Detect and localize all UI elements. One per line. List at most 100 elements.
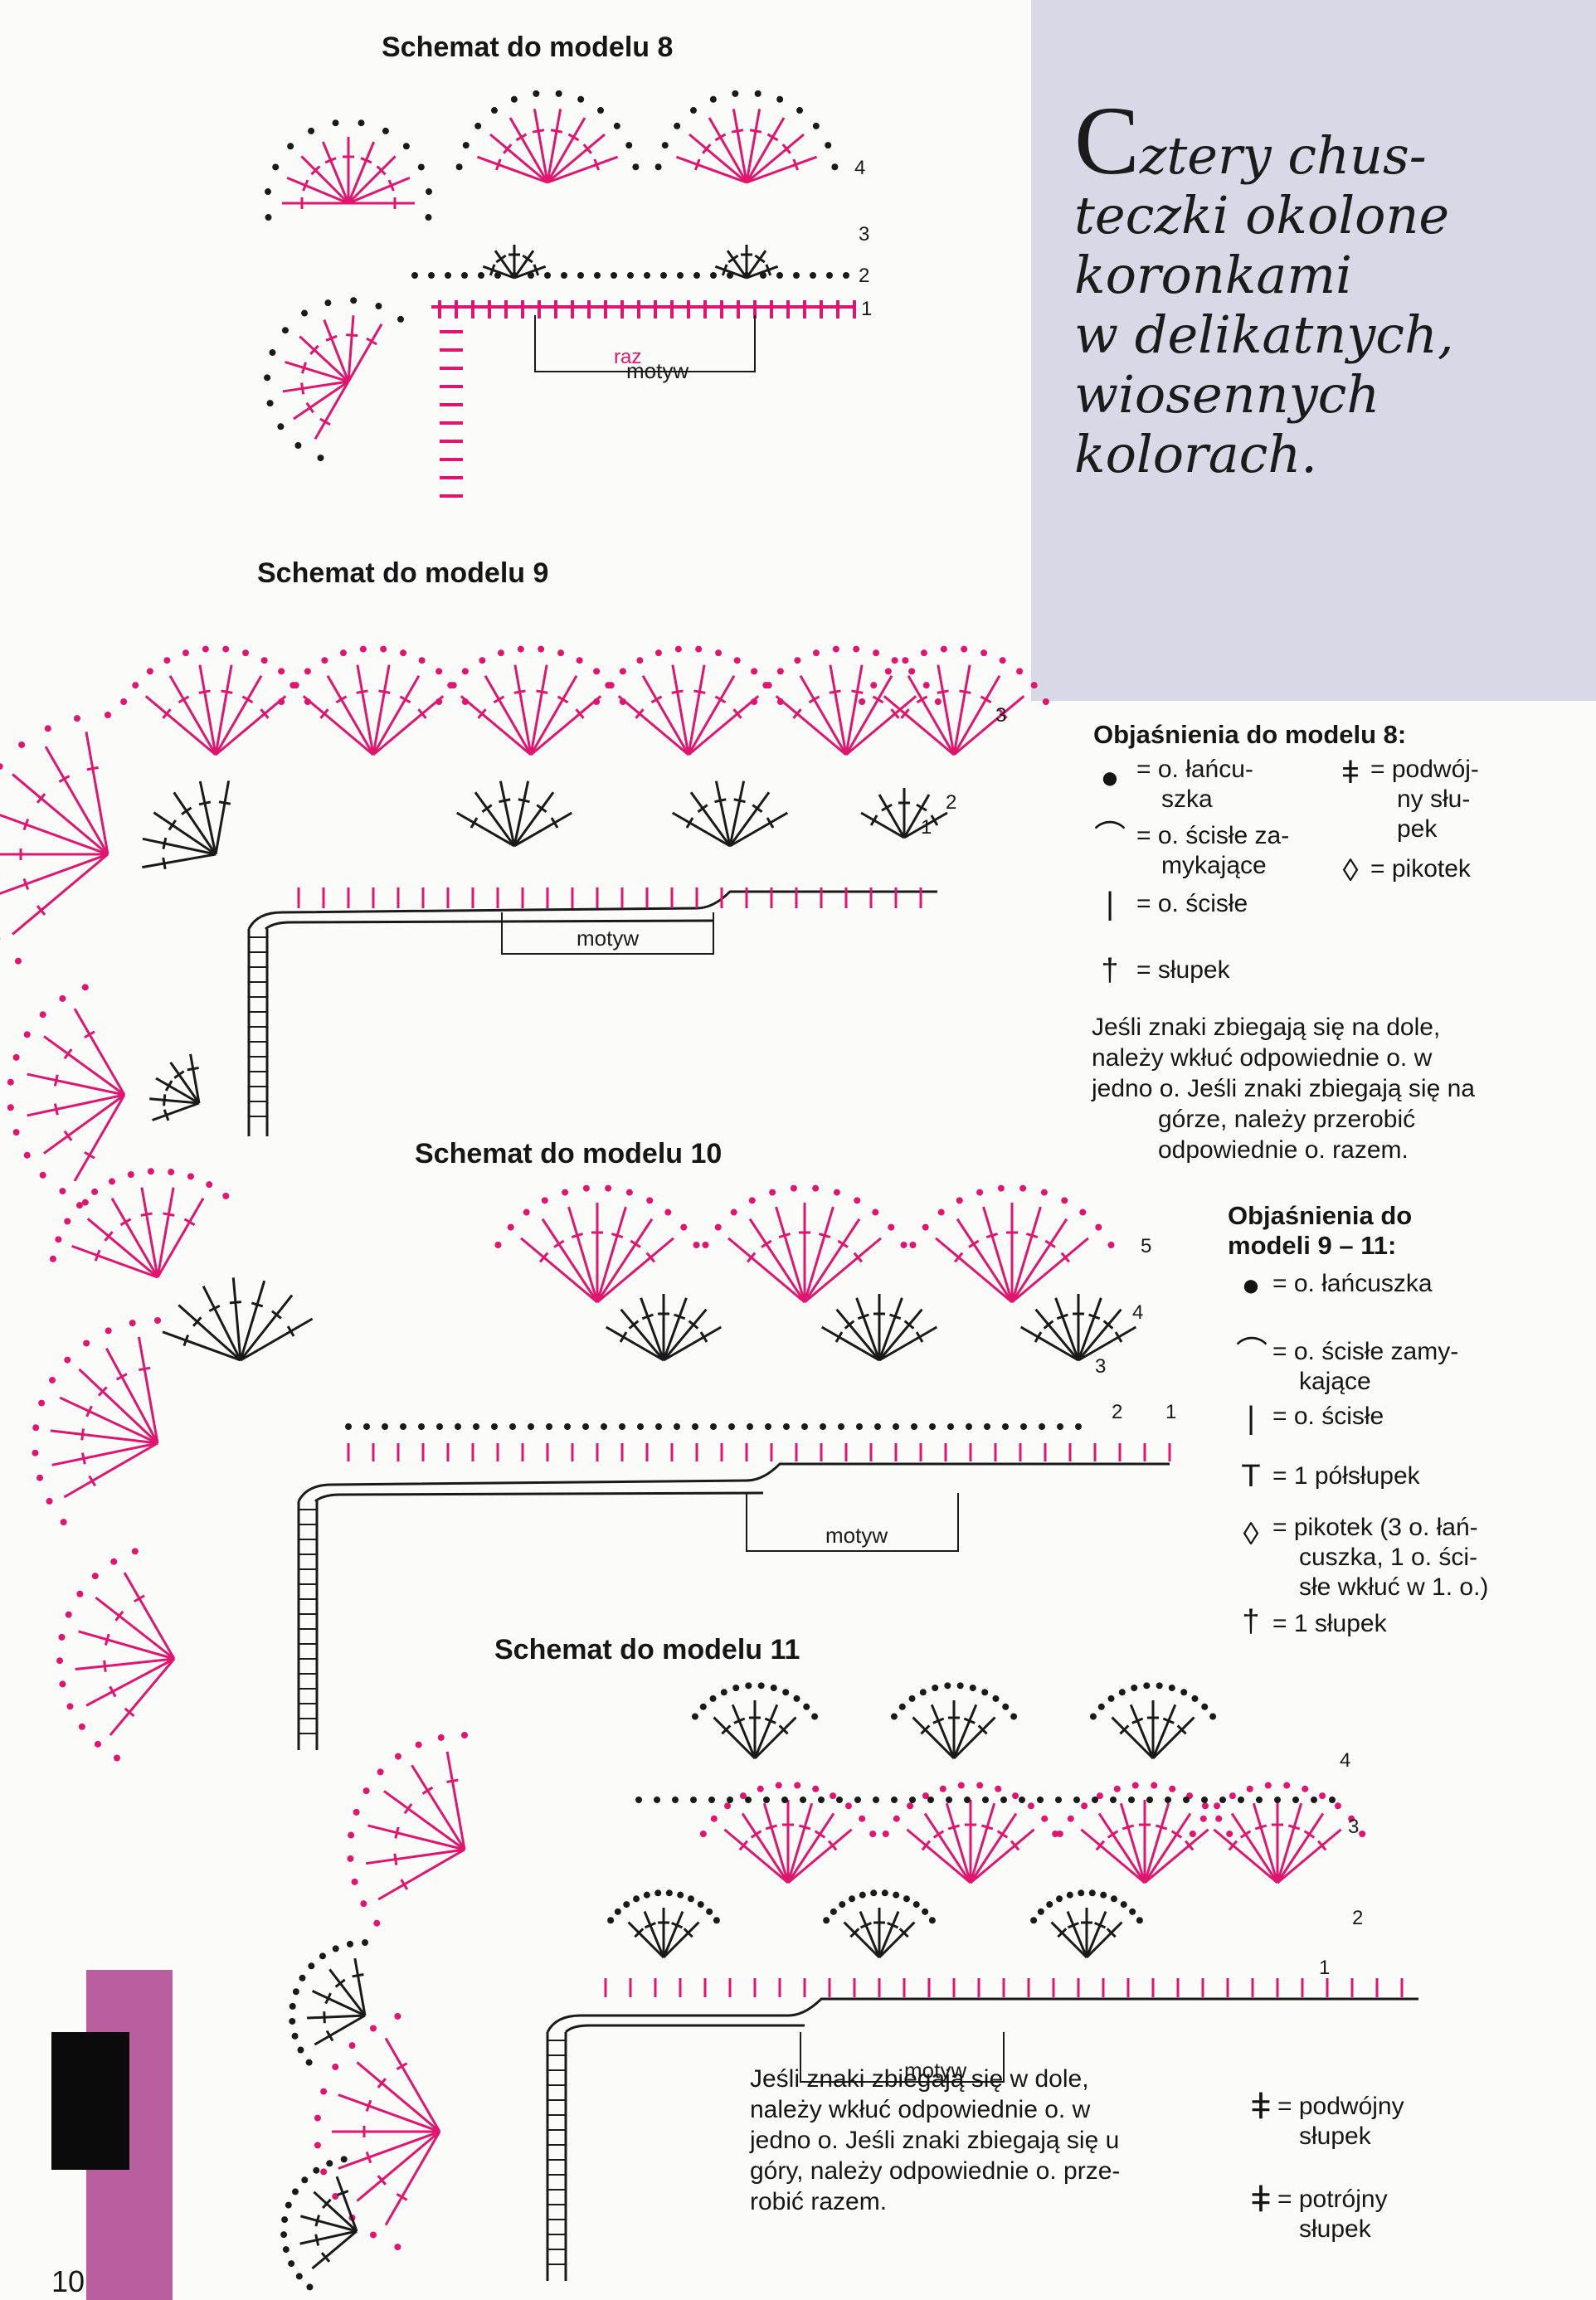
bottom-note-line-4: góry, należy odpowiednie o. prze- xyxy=(750,2156,1181,2186)
round-1-stitches-11 xyxy=(606,1978,1402,1997)
legend-8-dc: = słupek xyxy=(1136,955,1230,985)
top-flower-11-0 xyxy=(692,1682,818,1758)
legend-8-sc: = o. ścisłe xyxy=(1136,889,1248,919)
legend-911-picot-line-1: = pikotek (3 o. łań- xyxy=(1272,1513,1488,1543)
legend-911-slip-line-2: kające xyxy=(1272,1367,1458,1397)
top-corner-fan-10 xyxy=(50,1168,229,1277)
scallop-fan-8-a xyxy=(456,90,640,182)
title-line-3: koronkami xyxy=(1074,246,1589,305)
round-label-11-1: 1 xyxy=(1319,1957,1330,1979)
slip-stitch-symbol-icon: ⌒ xyxy=(1093,821,1126,854)
side-small-fan-9 xyxy=(149,1054,199,1121)
legend-bottom-double-line-2: słupek xyxy=(1277,2122,1404,2152)
scallop-fan-11-1 xyxy=(883,1782,1058,1883)
side-fan-10 xyxy=(56,1548,174,1761)
title-line-4: w delikatnych, xyxy=(1074,305,1589,365)
legend-911-heading-line-2: modeli 9 – 11: xyxy=(1228,1231,1412,1261)
inner-fan-9-c xyxy=(673,781,788,846)
legend-8-note: Jeśli znaki zbiegają się na dole, należy… xyxy=(1092,1012,1531,1165)
legend-911-heading: Objaśnienia do modeli 9 – 11: xyxy=(1228,1201,1412,1261)
title-line-1: ztery chus- xyxy=(1140,125,1427,186)
side-flower-11-a xyxy=(289,1939,368,2066)
legend-8-picot: = pikotek xyxy=(1370,854,1471,884)
legend-8-note-line-4: górze, należy przerobić xyxy=(1092,1104,1531,1135)
legend-911-heading-line-1: Objaśnienia do xyxy=(1228,1201,1412,1231)
round-label-10-1: 1 xyxy=(1165,1401,1176,1423)
legend-8-slip: = o. ścisłe za- mykające xyxy=(1136,821,1289,881)
corner-fan-10 xyxy=(32,1317,161,1525)
title-initial: C xyxy=(1074,86,1140,195)
legend-911-picot: = pikotek (3 o. łań- cuszka, 1 o. ści- s… xyxy=(1272,1513,1488,1602)
round-label-9-3: 3 xyxy=(995,704,1006,727)
legend-8-tr-line-3: pek xyxy=(1370,814,1479,844)
double-crochet-symbol-icon: † xyxy=(1093,954,1126,987)
double-treble-symbol-icon: ǂ xyxy=(1244,2090,1277,2123)
bottom-note-line-2: należy wkłuć odpowiednie o. w xyxy=(750,2094,1181,2125)
round-label-10-2: 2 xyxy=(1112,1401,1122,1423)
motif-label-10: motyw xyxy=(825,1523,888,1548)
side-fan-8 xyxy=(264,297,404,461)
legend-8-heading: Objaśnienia do modelu 8: xyxy=(1093,720,1406,750)
round-1-stitches-10 xyxy=(348,1443,1170,1461)
legend-911-picot-line-3: słe wkłuć w 1. o.) xyxy=(1272,1573,1488,1602)
chain-symbol-icon: ● xyxy=(1093,761,1126,795)
round-label-8-3: 3 xyxy=(859,223,869,246)
title-line-6: kolorach. xyxy=(1074,425,1589,484)
scallop-fan-10-0 xyxy=(494,1185,699,1302)
inner-flower-11-2 xyxy=(1030,1889,1143,1957)
title-line-2: teczki okolone xyxy=(1074,186,1589,246)
inner-fan-10-c xyxy=(822,1294,937,1360)
top-flower-11-2 xyxy=(1090,1682,1216,1758)
legend-bottom-double: = podwójny słupek xyxy=(1277,2092,1404,2152)
legend-8-chain-line-2: szka xyxy=(1136,785,1253,814)
legend-8-slip-line-1: = o. ścisłe za- xyxy=(1136,821,1289,851)
corner-fan-9 xyxy=(0,712,111,965)
slip-stitch-symbol-icon-911: ⌒ xyxy=(1236,1337,1266,1370)
repeat-label-8: raz xyxy=(614,346,641,368)
crochet-diagram-model-9: motyw 1 2 3 xyxy=(0,581,1020,1178)
scallop-fan-8-b xyxy=(655,90,839,182)
round-label-10-3: 3 xyxy=(1095,1355,1106,1378)
legend-bottom-triple: = potrójny słupek xyxy=(1277,2185,1388,2244)
top-flower-11-1 xyxy=(891,1682,1017,1758)
round-label-10-4: 4 xyxy=(1132,1301,1143,1324)
round-label-11-4: 4 xyxy=(1340,1749,1350,1772)
legend-8-tr: = podwój- ny słu- pek xyxy=(1370,755,1479,844)
legend-bottom-triple-line-1: = potrójny xyxy=(1277,2185,1388,2215)
round-label-11-2: 2 xyxy=(1352,1907,1363,1929)
scallop-fan-9-5 xyxy=(859,646,1049,755)
title-line-5: wiosennych xyxy=(1074,365,1589,425)
inner-fan-9-d xyxy=(861,788,947,838)
picot-symbol-icon: ◊ xyxy=(1334,854,1367,887)
corner-fan-8 xyxy=(265,119,432,221)
legend-911-hdc: = 1 półsłupek xyxy=(1272,1461,1420,1491)
side-flower-11-b xyxy=(280,2156,357,2290)
scallop-fan-10-1 xyxy=(702,1185,907,1302)
crochet-diagram-model-8: motyw raz 1 2 3 4 xyxy=(199,83,896,531)
legend-bottom-triple-line-2: słupek xyxy=(1277,2215,1388,2244)
bottom-note-line-1: Jeśli znaki zbiegają się w dole, xyxy=(750,2064,1181,2094)
double-crochet-symbol-icon-911: † xyxy=(1236,1605,1266,1638)
chain-symbol-icon-911: ● xyxy=(1236,1269,1266,1302)
legend-8-note-line-3: jedno o. Jeśli znaki zbiegają się na xyxy=(1092,1073,1531,1104)
round-label-8-1: 1 xyxy=(861,298,872,320)
corner-fan-11 xyxy=(347,1732,468,1927)
scallop-fan-9-4 xyxy=(751,646,942,755)
legend-911-slip: = o. ścisłe zamy- kające xyxy=(1272,1337,1458,1397)
legend-911-sc: = o. ścisłe xyxy=(1272,1402,1384,1432)
half-double-symbol-icon: T xyxy=(1236,1460,1266,1493)
inner-flower-11-0 xyxy=(607,1889,720,1957)
legend-8-note-line-5: odpowiednie o. razem. xyxy=(1092,1135,1531,1165)
motif-label-9: motyw xyxy=(577,926,639,951)
heading-model-8: Schemat do modelu 8 xyxy=(382,32,673,64)
treble-symbol-icon: ǂ xyxy=(1334,756,1367,790)
legend-8-chain: = o. łańcu- szka xyxy=(1136,755,1253,814)
legend-8-chain-line-1: = o. łańcu- xyxy=(1136,755,1253,785)
legend-911-dc: = 1 słupek xyxy=(1272,1609,1387,1639)
inner-fan-9-b xyxy=(457,781,572,846)
round-label-9-1: 1 xyxy=(921,816,932,839)
single-crochet-symbol-icon-911: | xyxy=(1236,1402,1266,1435)
article-title: Cztery chus- teczki okolone koronkami w … xyxy=(1074,116,1589,484)
legend-911-chain: = o. łańcuszka xyxy=(1272,1269,1433,1299)
bottom-note: Jeśli znaki zbiegają się w dole, należy … xyxy=(750,2064,1181,2217)
